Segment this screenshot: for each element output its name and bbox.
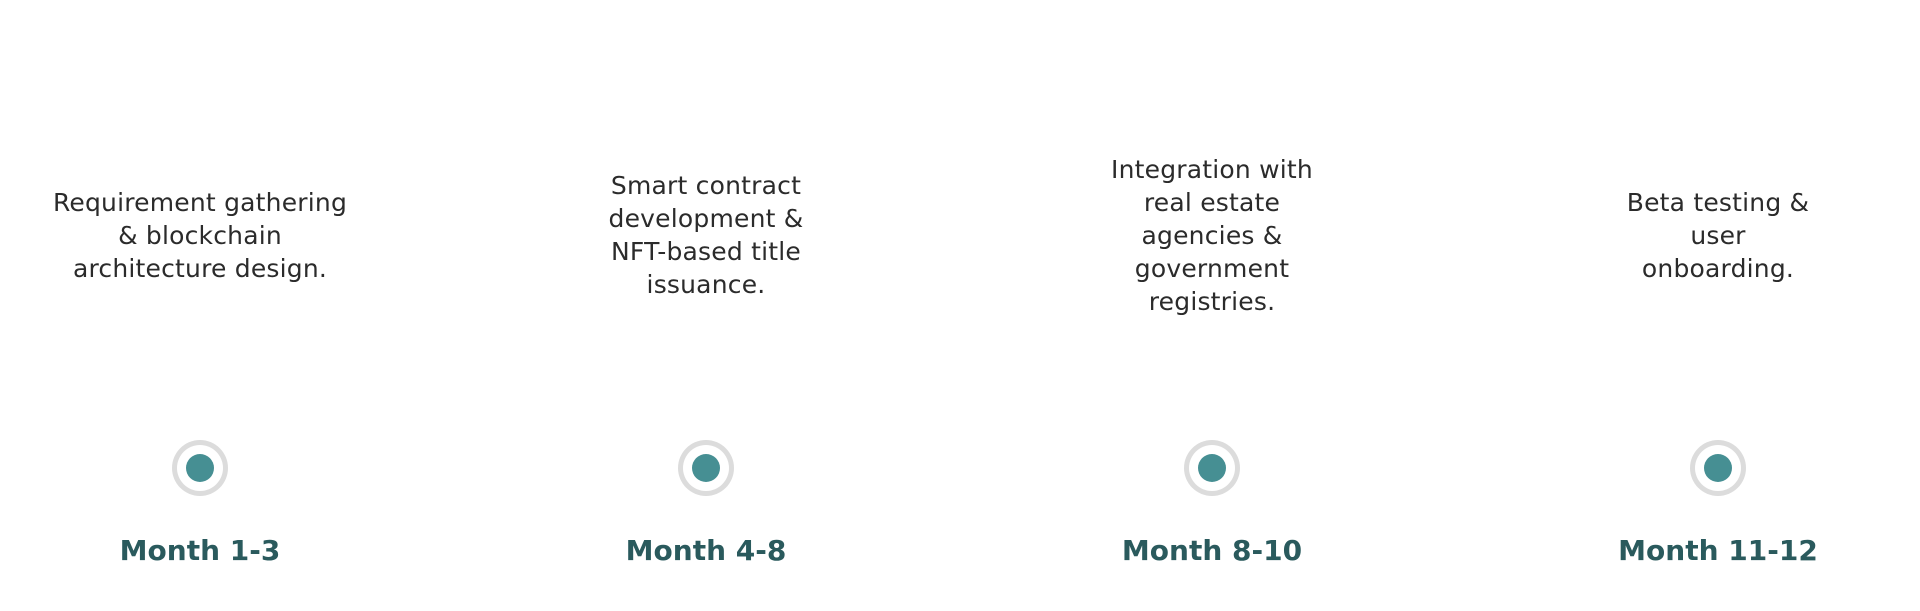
phase-description-box: Requirement gathering & blockchain archi… — [35, 150, 365, 320]
marker-dot — [692, 454, 720, 482]
timeline-phase-1: Requirement gathering & blockchain archi… — [35, 0, 365, 611]
phase-description: Beta testing & user onboarding. — [1626, 187, 1810, 283]
timeline-marker-icon — [1690, 440, 1746, 496]
phase-description: Requirement gathering & blockchain archi… — [52, 187, 348, 283]
timeline-phase-2: Smart contract development & NFT-based t… — [541, 0, 871, 611]
phase-description: Integration with real estate agencies & … — [1111, 154, 1313, 316]
timeline-marker-icon — [1184, 440, 1240, 496]
phase-description-box: Beta testing & user onboarding. — [1553, 150, 1883, 320]
phase-description: Smart contract development & NFT-based t… — [608, 171, 804, 299]
phase-description-box: Integration with real estate agencies & … — [1047, 150, 1377, 320]
phase-label: Month 4-8 — [625, 534, 787, 567]
marker-dot — [1198, 454, 1226, 482]
timeline-phase-4: Beta testing & user onboarding. Month 11… — [1553, 0, 1883, 611]
phase-label: Month 1-3 — [119, 534, 281, 567]
marker-dot — [186, 454, 214, 482]
timeline-phase-3: Integration with real estate agencies & … — [1047, 0, 1377, 611]
timeline-marker-icon — [172, 440, 228, 496]
phase-label: Month 8-10 — [1121, 534, 1303, 567]
marker-dot — [1704, 454, 1732, 482]
phase-label: Month 11-12 — [1618, 534, 1818, 567]
timeline-marker-icon — [678, 440, 734, 496]
phase-description-box: Smart contract development & NFT-based t… — [541, 150, 871, 320]
